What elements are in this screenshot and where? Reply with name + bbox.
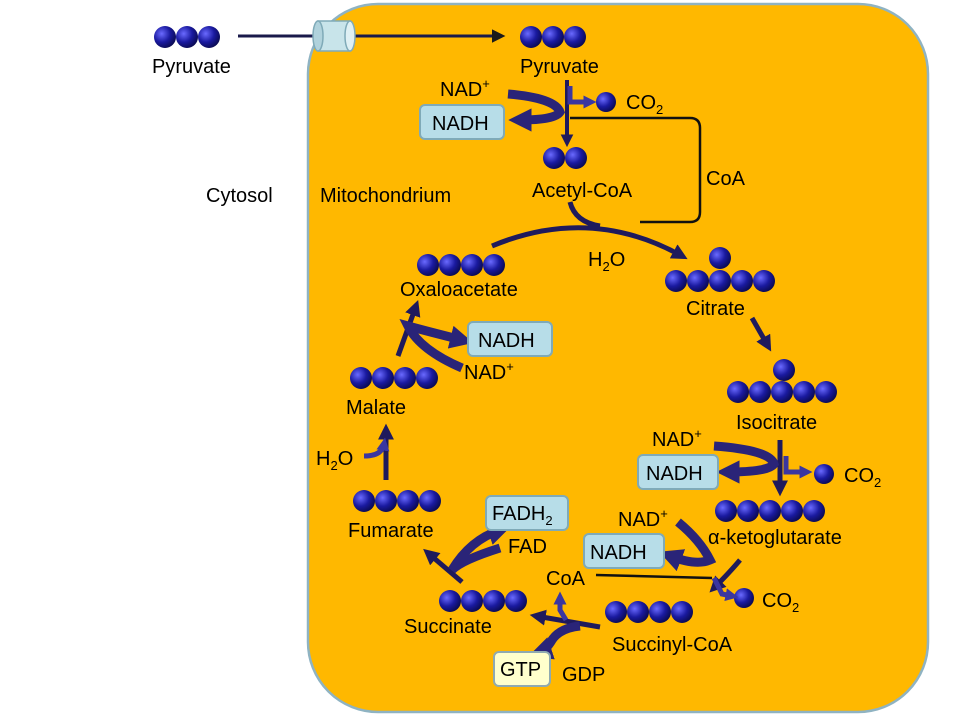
citrate-label: Citrate [686, 298, 745, 320]
alpha-kg-carbons [715, 500, 825, 522]
h2o-top-label: H2O [588, 249, 625, 274]
isocitrate-label: Isocitrate [736, 412, 817, 434]
side-arrow-nad2 [713, 441, 779, 484]
cytosol-label: Cytosol [206, 185, 273, 207]
nad3-label: NAD+ [618, 506, 668, 531]
h2o-left-label: H2O [316, 448, 353, 473]
arrow-oxaloacetate-citrate [491, 225, 688, 260]
fadh2-label: FADH2 [492, 503, 553, 528]
nadh4-box [467, 321, 553, 357]
side-arrow-h2o-left [363, 437, 390, 459]
nad2-label: NAD+ [652, 426, 702, 451]
co2-2-label: CO2 [844, 465, 881, 490]
citrate-carbons [665, 247, 775, 292]
fadh2-box [485, 495, 569, 531]
nadh2-box [637, 454, 719, 490]
side-arrow-nad1 [507, 89, 565, 132]
succinate-carbons [439, 590, 527, 612]
oxaloacetate-label: Oxaloacetate [400, 279, 518, 301]
pyruvate-in-carbons [520, 26, 586, 48]
side-arrow-co2-1 [567, 86, 597, 109]
gtp-box [493, 651, 551, 687]
pyruvate-in-label: Pyruvate [520, 56, 599, 78]
nad1-label: NAD+ [440, 76, 490, 101]
co2-3-label: CO2 [762, 590, 799, 615]
nadh2-label: NADH [646, 463, 703, 485]
side-arrow-coa-out [553, 591, 569, 622]
fumarate-carbons [353, 490, 441, 512]
fad-label: FAD [508, 536, 547, 558]
transporter-channel-icon [312, 20, 356, 52]
arrow-succinylcoa-succinate [529, 609, 601, 630]
side-arrow-gdp [528, 621, 581, 660]
succinyl-coa-label: Succinyl-CoA [612, 634, 733, 656]
isocitrate-carbons [727, 359, 837, 403]
side-arrow-co2-3 [711, 576, 739, 602]
nadh3-label: NADH [590, 542, 647, 564]
malate-label: Malate [346, 397, 406, 419]
side-arrow-fad [448, 522, 512, 574]
arrow-succinate-fumarate [423, 548, 464, 584]
nadh3-box [583, 533, 665, 569]
acetyl-coa-label: Acetyl-CoA [532, 180, 633, 202]
pyruvate-out-carbons [154, 26, 220, 48]
gdp-label: GDP [562, 664, 605, 686]
coa-bottom-label: CoA [546, 568, 586, 590]
gtp-label: GTP [500, 659, 541, 681]
side-arrow-nad3 [659, 518, 717, 572]
nadh1-box [419, 104, 505, 140]
co2-1-carbon [596, 92, 616, 112]
coa-loop-line [570, 116, 702, 224]
nadh1-label: NADH [432, 113, 489, 135]
nadh4-label: NADH [478, 330, 535, 352]
oxaloacetate-carbons [417, 254, 505, 276]
arrow-citrate-isocitrate [749, 316, 772, 352]
co2-1-label: CO2 [626, 92, 663, 117]
co2-3-carbon [734, 588, 754, 608]
pyruvate-out-label: Pyruvate [152, 56, 231, 78]
co2-2-carbon [814, 464, 834, 484]
alpha-kg-label: α-ketoglutarate [708, 527, 842, 549]
nad4-label: NAD+ [464, 359, 514, 384]
arrow-acetylcoa-join [567, 201, 601, 229]
succinate-label: Succinate [404, 616, 492, 638]
succinyl-coa-carbons [605, 601, 693, 623]
mitochondrion-compartment [306, 2, 930, 714]
coa-loop-label: CoA [706, 168, 746, 190]
fumarate-label: Fumarate [348, 520, 434, 542]
mitochondrion-label: Mitochondrium [320, 185, 451, 207]
acetyl-coa-carbons [543, 147, 587, 169]
side-arrow-coa-bottom [595, 573, 713, 580]
malate-carbons [350, 367, 438, 389]
side-arrow-nad4 [399, 319, 474, 373]
side-arrow-co2-2 [783, 456, 813, 479]
